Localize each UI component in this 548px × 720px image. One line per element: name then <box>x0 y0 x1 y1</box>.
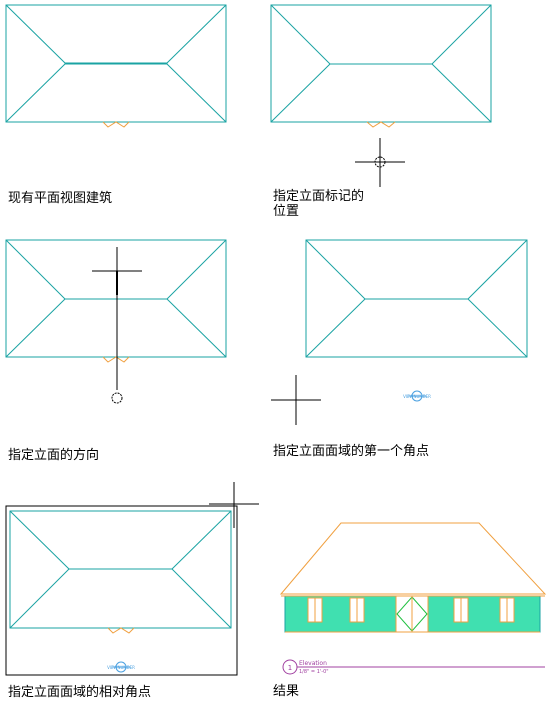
caption-opposite-corner: 指定立面面域的相对角点 <box>8 685 152 700</box>
panel-opposite-corner: VIEWNUMBER 指定立面面域的相对角点 <box>0 478 270 720</box>
elevation-title: Elevation <box>299 660 327 667</box>
elevation-scale: 1/8" = 1'-0" <box>299 669 329 675</box>
plan-view-drawing: VIEWNUMBER <box>271 239 528 425</box>
direction-cursor-icon <box>92 247 142 404</box>
elevation-tag-icon: 1 Elevation 1/8" = 1'-0" <box>282 659 545 675</box>
plan-view-drawing: VIEWNUMBER <box>5 482 259 676</box>
caption-marker-position: 指定立面标记的 位置 <box>273 189 364 219</box>
caption-line-1: 指定立面标记的 <box>273 189 365 204</box>
crosshair-cursor-icon <box>209 482 259 528</box>
panel-direction: 指定立面的方向 <box>0 235 270 475</box>
caption-direction: 指定立面的方向 <box>8 448 100 463</box>
elevation-view-drawing: 1 Elevation 1/8" = 1'-0" <box>279 522 547 675</box>
elevation-number: 1 <box>288 664 292 672</box>
crosshair-cursor-icon <box>271 375 321 425</box>
panel-first-corner: VIEWNUMBER 指定立面面域的第一个角点 <box>265 235 548 475</box>
panel-marker-position: 指定立面标记的 位置 <box>265 0 548 230</box>
marker-label: VIEWNUMBER <box>107 665 135 670</box>
plan-view-drawing <box>5 4 227 128</box>
caption-result: 结果 <box>273 684 300 699</box>
caption-existing-building: 现有平面视图建筑 <box>8 191 113 206</box>
elevation-marker-icon: VIEWNUMBER <box>107 661 135 673</box>
plan-view-drawing <box>5 239 227 404</box>
roof-outline <box>279 522 547 595</box>
panel-existing-building: 现有平面视图建筑 <box>0 0 270 230</box>
elevation-marker-icon: VIEWNUMBER <box>403 390 431 402</box>
caption-line-2: 位置 <box>273 204 300 219</box>
plan-view-drawing <box>270 4 492 187</box>
marker-label: VIEWNUMBER <box>403 394 431 399</box>
caption-first-corner: 指定立面面域的第一个角点 <box>273 444 430 459</box>
elevation-region-box <box>5 505 238 676</box>
panel-result: 1 Elevation 1/8" = 1'-0" 结果 <box>265 478 548 720</box>
crosshair-cursor-icon <box>355 138 405 187</box>
